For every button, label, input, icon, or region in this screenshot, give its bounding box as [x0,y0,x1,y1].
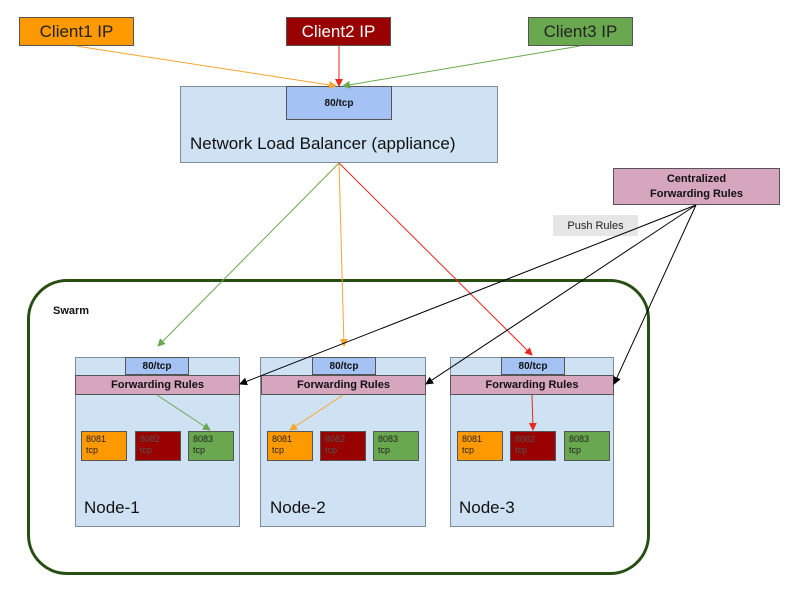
service-port: 8081 [462,434,483,444]
node-1-port-label: 80/tcp [142,360,172,372]
swarm-label: Swarm [53,305,90,317]
centralized-rules-line2: Forwarding Rules [650,187,743,200]
node-2-forwarding-rules-label: Forwarding Rules [297,379,390,391]
service-proto: tcp [140,445,153,455]
node-1-forwarding-rules: Forwarding Rules [75,375,240,395]
node-3-port-label: 80/tcp [518,360,548,372]
node-2-port-label: 80/tcp [329,360,359,372]
client3-to-nlb-line [342,45,581,89]
push-rules-label: Push Rules [553,215,638,236]
nlb-port-label: 80/tcp [324,97,354,109]
node-1-port-tab: 80/tcp [125,357,189,375]
service-port: 8081 [272,434,293,444]
node-1-label: Node-1 [84,498,140,517]
node-3-label: Node-3 [459,498,515,517]
client1-label: Client1 IP [39,21,114,41]
client2-label: Client2 IP [301,21,376,41]
service-port: 8081 [86,434,107,444]
node-3-port-tab: 80/tcp [501,357,565,375]
node-2-label: Node-2 [270,498,326,517]
client2-box: Client2 IP [286,17,391,46]
service-proto: tcp [325,445,338,455]
service-proto: tcp [86,445,99,455]
service-proto: tcp [515,445,528,455]
service-port: 8082 [515,434,536,444]
service-port: 8082 [325,434,346,444]
service-proto: tcp [193,445,206,455]
nlb-port-tab: 80/tcp [286,86,392,120]
nlb-label: Network Load Balancer (appliance) [190,134,456,153]
client3-label: Client3 IP [543,21,618,41]
node-3-forwarding-rules-label: Forwarding Rules [485,379,579,391]
service-proto: tcp [462,445,475,455]
service-port: 8083 [378,434,399,444]
node-3-forwarding-rules: Forwarding Rules [450,375,614,395]
service-port: 8083 [193,434,214,444]
client1-to-nlb-line [75,45,337,89]
service-port: 8082 [140,434,161,444]
client1-box: Client1 IP [19,17,134,46]
client3-box: Client3 IP [528,17,633,46]
node-2-port-tab: 80/tcp [312,357,376,375]
service-port: 8083 [569,434,590,444]
service-proto: tcp [569,445,582,455]
push-rules-text: Push Rules [567,219,624,232]
service-proto: tcp [272,445,285,455]
service-proto: tcp [378,445,391,455]
centralized-rules-line1: Centralized [666,172,727,185]
node-1-forwarding-rules-label: Forwarding Rules [111,379,204,391]
centralized-forwarding-rules: Centralized Forwarding Rules [613,168,780,205]
node-2-forwarding-rules: Forwarding Rules [261,375,426,395]
